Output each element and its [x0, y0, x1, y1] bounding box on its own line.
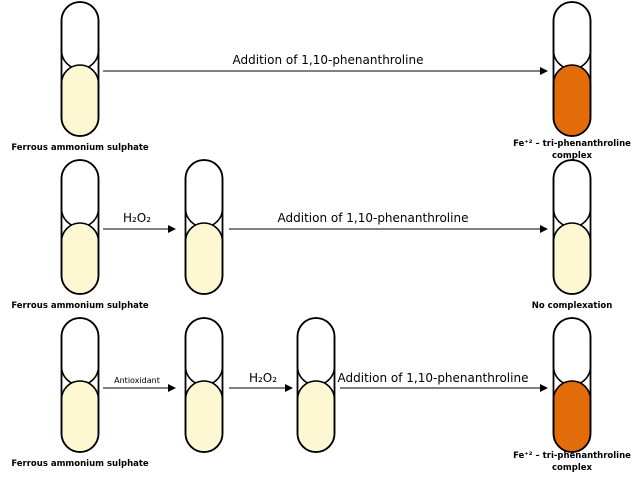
tube-upper-empty-bulb — [552, 159, 592, 228]
tube-solution — [60, 64, 100, 137]
tube-solution — [60, 222, 100, 295]
tube-outline — [60, 317, 100, 453]
row-3: Ferrous ammonium sulphate Antioxidant H₂… — [11, 317, 631, 473]
tube-outline — [296, 317, 336, 453]
row-2: Ferrous ammonium sulphate H₂O₂ Addition … — [11, 159, 613, 311]
tube-upper-empty-bulb — [552, 1, 592, 70]
caption-ferrous-ammonium-sulphate-r2: Ferrous ammonium sulphate — [11, 301, 149, 311]
tube-solution — [552, 222, 592, 295]
tube-solution — [60, 380, 100, 453]
tube-solution — [552, 64, 592, 137]
arrow-label-r2-h2o2: H₂O₂ — [123, 211, 151, 225]
tube-upper-empty-bulb — [552, 317, 592, 386]
caption-complex-r1-line1: Fe⁺² – tri-phenanthroline — [513, 139, 631, 149]
tube-r3-protected — [296, 317, 336, 453]
row-1: Ferrous ammonium sulphate Addition of 1,… — [11, 1, 631, 161]
tube-outline — [184, 159, 224, 295]
tube-r2-ferrous — [60, 159, 100, 295]
caption-complex-r3-line1: Fe⁺² – tri-phenanthroline — [513, 451, 631, 461]
tube-solution — [184, 380, 224, 453]
tube-r1-ferrous — [60, 1, 100, 137]
tube-outline — [552, 159, 592, 295]
arrow-label-r1-phenanthroline: Addition of 1,10-phenanthroline — [233, 53, 424, 67]
tube-upper-empty-bulb — [60, 159, 100, 228]
arrow-label-r3-phenanthroline: Addition of 1,10-phenanthroline — [338, 371, 529, 385]
tube-upper-empty-bulb — [60, 1, 100, 70]
caption-ferrous-ammonium-sulphate-r3: Ferrous ammonium sulphate — [11, 459, 149, 469]
tube-upper-empty-bulb — [184, 159, 224, 228]
caption-complex-r3-line2: complex — [552, 463, 592, 473]
tube-outline — [552, 317, 592, 453]
tube-r3-complex — [552, 317, 592, 453]
tube-r2-no-complex — [552, 159, 592, 295]
tube-outline — [60, 159, 100, 295]
tube-outline — [552, 1, 592, 137]
tube-upper-empty-bulb — [184, 317, 224, 386]
arrow-label-r3-antioxidant: Antioxidant — [114, 376, 160, 385]
arrow-label-r3-h2o2: H₂O₂ — [249, 371, 277, 385]
tube-upper-empty-bulb — [60, 317, 100, 386]
caption-no-complexation: No complexation — [532, 301, 613, 311]
arrow-label-r2-phenanthroline: Addition of 1,10-phenanthroline — [278, 211, 469, 225]
tube-outline — [60, 1, 100, 137]
caption-complex-r1-line2: complex — [552, 151, 592, 161]
tube-r3-ferrous — [60, 317, 100, 453]
tube-solution — [552, 380, 592, 453]
tube-upper-empty-bulb — [296, 317, 336, 386]
tube-solution — [296, 380, 336, 453]
tube-r3-antioxidant-treated — [184, 317, 224, 453]
tube-r1-complex — [552, 1, 592, 137]
tube-solution — [184, 222, 224, 295]
caption-ferrous-ammonium-sulphate-r1: Ferrous ammonium sulphate — [11, 143, 149, 153]
tube-r2-oxidized — [184, 159, 224, 295]
tube-outline — [184, 317, 224, 453]
